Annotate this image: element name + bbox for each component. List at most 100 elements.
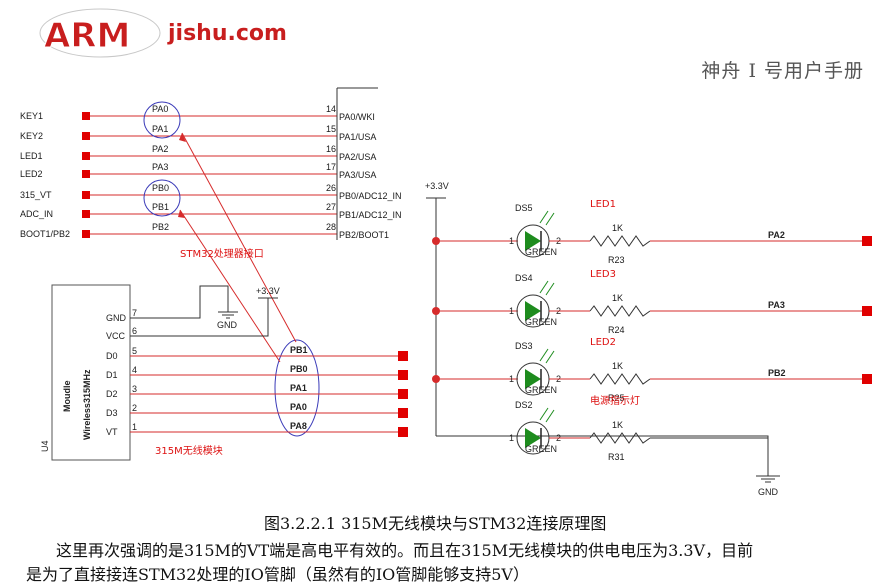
signal-mcu-label: PB2/BOOT1 <box>339 230 389 240</box>
signal-pin-num: 15 <box>326 124 336 134</box>
module-pin-num: 2 <box>132 403 137 413</box>
signal-pad <box>82 230 90 238</box>
logo-arm: ARM <box>44 16 130 56</box>
led-label: LED1 <box>590 199 616 210</box>
signal-mcu-label: PA0/WKI <box>339 112 375 122</box>
led-label: 电源指示灯 <box>590 394 640 407</box>
signal-mcu-label: PB1/ADC12_IN <box>339 210 402 220</box>
module-pin-pad <box>398 370 408 380</box>
module-pin-num: 1 <box>132 422 137 432</box>
led-ray <box>545 282 555 296</box>
manual-title: 神舟 I 号用户手册 <box>701 60 864 82</box>
logo-site: jishu.com <box>167 21 287 46</box>
signal-port: PB0 <box>152 183 169 193</box>
led-net-pad <box>862 236 872 246</box>
resistor-ref: R25 <box>608 393 625 403</box>
annotation-arrows <box>178 132 297 363</box>
led-diode <box>525 428 541 448</box>
resistor-zigzag <box>589 432 651 444</box>
module-pin-label: D2 <box>106 389 118 399</box>
module-body <box>51 284 131 461</box>
resistor-ref: R31 <box>608 452 625 462</box>
module-pin-num: 4 <box>132 365 137 375</box>
led-color-label: GREEN <box>525 247 557 257</box>
module-pin-net: PB0 <box>290 364 308 374</box>
signal-pad <box>82 191 90 199</box>
signal-name: LED2 <box>20 169 43 179</box>
signal-port: PA0 <box>152 104 168 114</box>
signal-pin-num: 16 <box>326 144 336 154</box>
led-ray <box>545 212 555 226</box>
led-ray <box>539 407 549 421</box>
signal-name: KEY2 <box>20 131 43 141</box>
signal-pin-num: 27 <box>326 202 336 212</box>
module-pin-net: PB1 <box>290 345 308 355</box>
led-pin1: 1 <box>509 374 514 384</box>
module-pin-num: 5 <box>132 346 137 356</box>
led-label: LED2 <box>590 337 616 348</box>
signal-name: ADC_IN <box>20 209 53 219</box>
module-pin-label: GND <box>106 313 127 323</box>
module-name-2: Wireless315MHz <box>82 369 92 440</box>
led-pin1: 1 <box>509 236 514 246</box>
led-ray <box>539 210 549 224</box>
led-ray <box>539 280 549 294</box>
signal-port: PA1 <box>152 124 168 134</box>
signal-port: PA2 <box>152 144 168 154</box>
signal-pad <box>82 112 90 120</box>
led-color-label: GREEN <box>525 317 557 327</box>
signal-name: 315_VT <box>20 190 52 200</box>
signal-mcu-label: PB0/ADC12_IN <box>339 191 402 201</box>
module-power: GND +3.3V <box>130 285 280 337</box>
led-diode <box>525 301 541 321</box>
paragraph-line-1: 这里再次强调的是315M的VT端是高电平有效的。而且在315M无线模块的供电电压… <box>56 541 754 560</box>
resistor-ref: R24 <box>608 325 625 335</box>
led-color-label: GREEN <box>525 444 557 454</box>
signal-mcu-label: PA1/USA <box>339 132 376 142</box>
paragraph-line-2: 是为了直接接连STM32处理的IO管脚（虽然有的IO管脚能够支持5V） <box>26 565 529 584</box>
module-gnd-label: GND <box>217 320 238 330</box>
module-pin-pad <box>398 427 408 437</box>
signal-pin-num: 28 <box>326 222 336 232</box>
resistor-zigzag <box>589 305 651 317</box>
figure-caption: 图3.2.2.1 315M无线模块与STM32连接原理图 <box>264 514 607 533</box>
led-ray <box>539 348 549 362</box>
signal-pad <box>82 210 90 218</box>
gnd-label: GND <box>758 487 779 497</box>
signal-port: PB2 <box>152 222 169 232</box>
signal-name: LED1 <box>20 151 43 161</box>
led-ray <box>545 350 555 364</box>
led-net-pad <box>862 374 872 384</box>
module-pin-pad <box>398 408 408 418</box>
module-ref: U4 <box>40 440 50 452</box>
module-vcc-label: +3.3V <box>256 286 280 296</box>
module-name-1: Moudle <box>62 381 72 413</box>
resistor-zigzag <box>589 235 651 247</box>
led-label: LED3 <box>590 269 616 280</box>
led-net-label: PA3 <box>768 300 785 310</box>
resistor-ref: R23 <box>608 255 625 265</box>
led-ref: DS2 <box>515 400 533 410</box>
site-logo: ARM jishu.com <box>39 8 287 58</box>
signal-mcu-label: PA3/USA <box>339 170 376 180</box>
highlight-circle-module-nets <box>274 339 320 437</box>
module-pin-num: 6 <box>132 326 137 336</box>
signal-port: PA3 <box>152 162 168 172</box>
led-diode <box>525 231 541 251</box>
resistor-value: 1K <box>612 361 623 371</box>
